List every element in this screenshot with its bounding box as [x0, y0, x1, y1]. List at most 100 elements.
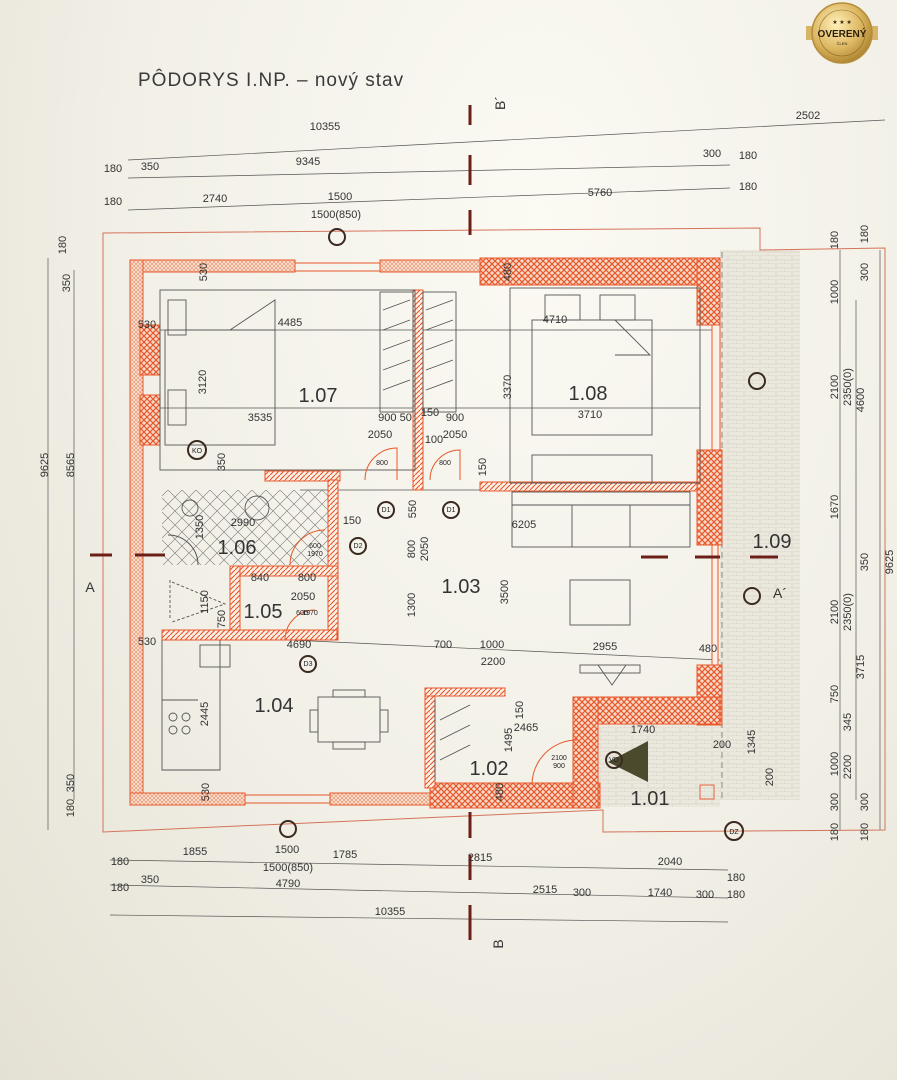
dimension-interior: 3120 — [197, 370, 209, 394]
dimension-bottom: 180 — [111, 856, 129, 868]
dimension-interior: 900 50 — [378, 412, 412, 424]
dimension-line — [127, 119, 886, 161]
dimension-left: 8565 — [65, 453, 77, 477]
dimension-bottom: 350 — [141, 874, 159, 886]
room-label-r108: 1.08 — [569, 383, 608, 405]
dimension-left: 180 — [65, 799, 77, 817]
dimension-left: 180 — [57, 236, 69, 254]
dimension-interior: 3710 — [578, 409, 602, 421]
dimension-interior: 2050 — [419, 537, 431, 561]
dimension-interior: 1000 — [480, 639, 504, 651]
dimension-line — [127, 164, 731, 179]
dimension-interior: 150 — [421, 407, 439, 419]
dimension-top: 2502 — [796, 110, 820, 122]
room-label-r102: 1.02 — [470, 758, 509, 780]
dimension-interior: 200 — [713, 739, 731, 751]
dimension-interior: 150 — [343, 515, 361, 527]
dimension-interior: 1150 — [199, 590, 211, 614]
dimension-interior: 1345 — [746, 730, 758, 754]
dimension-right: 750 — [829, 685, 841, 703]
symbol-d2: D2 — [354, 543, 363, 550]
dimension-interior: 3500 — [499, 580, 511, 604]
dimension-right: 2350(0) — [842, 593, 854, 631]
symbol-dz: DZ — [729, 829, 739, 836]
dimension-interior: 2050 — [368, 429, 392, 441]
dimension-interior: 530 — [200, 783, 212, 801]
dimension-bottom: 1740 — [648, 887, 672, 899]
room-label-r107: 1.07 — [299, 385, 338, 407]
dimension-bottom: 1855 — [183, 846, 207, 858]
dimension-bottom: 10355 — [375, 906, 406, 918]
room-label-r106: 1.06 — [218, 537, 257, 559]
dimension-right: 300 — [859, 793, 871, 811]
dimension-top: 180 — [104, 163, 122, 175]
dimension-interior: 2955 — [593, 641, 617, 653]
dimension-interior: 150 — [477, 458, 489, 476]
dimension-bottom: 180 — [111, 882, 129, 894]
furniture — [159, 287, 715, 800]
dimension-bottom: 2040 — [658, 856, 682, 868]
room-label-r104: 1.04 — [255, 695, 294, 717]
dimension-right: 180 — [829, 231, 841, 249]
symbol-door_600: 600 — [309, 543, 321, 550]
dimension-line — [289, 639, 721, 661]
dimension-interior: 480 — [494, 783, 506, 801]
dimension-interior: 700 — [434, 639, 452, 651]
symbol-markers — [187, 228, 766, 841]
entrance-arrow-icon — [608, 741, 648, 782]
dimension-bottom: 300 — [696, 889, 714, 901]
dimension-interior: 3535 — [248, 412, 272, 424]
dimension-bottom: 2815 — [468, 852, 492, 864]
dimension-interior: 1740 — [631, 724, 655, 736]
room-label-r105: 1.05 — [244, 601, 283, 623]
room-label-r103: 1.03 — [442, 576, 481, 598]
symbol-door_800: 800 — [376, 460, 388, 467]
dimension-line — [127, 187, 731, 211]
dimension-right: 300 — [859, 263, 871, 281]
dimension-interior: 800 — [298, 572, 316, 584]
section-mark-a_prime: A´ — [773, 585, 787, 601]
dimension-interior: 350 — [216, 453, 228, 471]
dimension-left: 9625 — [39, 453, 51, 477]
dimension-left: 350 — [65, 774, 77, 792]
section-mark-b_prime: B´ — [492, 96, 508, 110]
dimension-interior: 530 — [198, 263, 210, 281]
dimension-line — [109, 859, 729, 871]
section-mark-b: B — [490, 939, 506, 948]
dimension-right: 1000 — [829, 280, 841, 304]
dimension-right: 180 — [859, 823, 871, 841]
dimension-bottom: 1500(850) — [263, 862, 313, 874]
symbol-door_900: 900 — [553, 763, 565, 770]
room-label-r101: 1.01 — [631, 788, 670, 810]
dimension-top: 300 — [703, 148, 721, 160]
verified-member-badge: ★ ★ ★ OVERENÝ ČLEN — [806, 2, 878, 64]
dimension-interior: 480 — [502, 263, 514, 281]
symbol-d3: D3 — [304, 661, 313, 668]
dimension-interior: 150 — [514, 701, 526, 719]
dimension-line — [109, 914, 729, 923]
dimension-bottom: 1785 — [333, 849, 357, 861]
symbol-door_800: 800 — [439, 460, 451, 467]
dimension-bottom: 1500 — [275, 844, 299, 856]
dimension-line — [109, 884, 729, 899]
dimension-right: 350 — [859, 553, 871, 571]
dimension-top: 1500(850) — [311, 209, 361, 221]
dimension-right: 4600 — [855, 388, 867, 412]
windows — [244, 262, 381, 804]
dimension-bottom: 180 — [727, 872, 745, 884]
site-outline — [102, 227, 886, 833]
dimension-right: 2100 — [829, 600, 841, 624]
symbol-d1: D1 — [447, 507, 456, 514]
dimension-interior: 2050 — [443, 429, 467, 441]
dimension-interior: 2990 — [231, 517, 255, 529]
dimension-top: 180 — [104, 196, 122, 208]
dimension-top: 2740 — [203, 193, 227, 205]
symbol-vd: VD — [609, 757, 619, 764]
dimension-right: 2200 — [842, 755, 854, 779]
dimension-right: 180 — [859, 225, 871, 243]
dimension-interior: 4690 — [287, 639, 311, 651]
door-swings — [167, 447, 578, 786]
dimension-right: 300 — [829, 793, 841, 811]
